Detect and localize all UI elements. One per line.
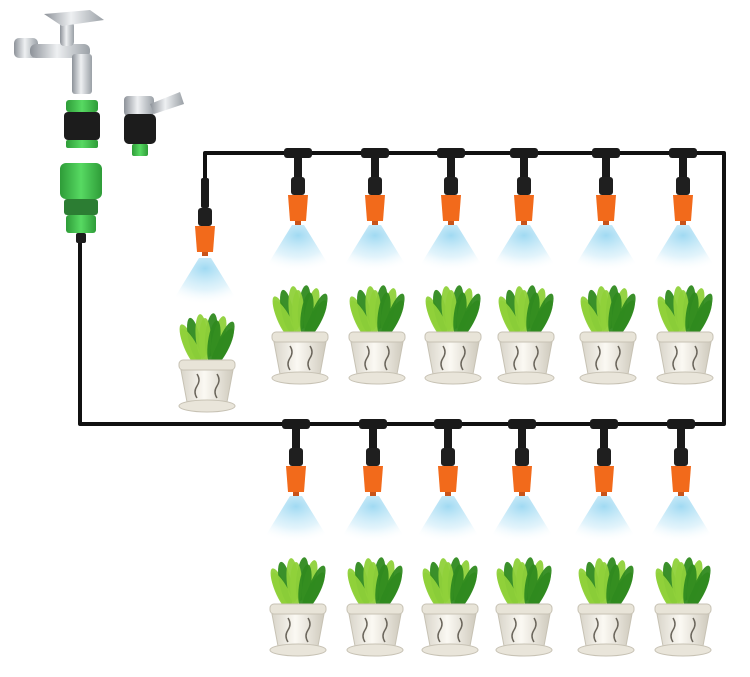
mist-spray bbox=[566, 496, 642, 548]
mist-spray bbox=[643, 496, 719, 548]
mist-nozzle-icon bbox=[441, 177, 461, 225]
tee-fitting-icon bbox=[508, 419, 536, 450]
potted-plant-icon bbox=[346, 557, 404, 657]
potted-plant-icon bbox=[495, 557, 553, 657]
potted-plant-icon bbox=[271, 285, 329, 385]
mist-spray bbox=[167, 258, 243, 310]
mist-nozzle-icon bbox=[195, 208, 215, 256]
tee-fitting-icon bbox=[510, 148, 538, 179]
potted-plant-icon bbox=[269, 557, 327, 657]
mist-nozzle-icon bbox=[438, 448, 458, 496]
tee-fitting-icon bbox=[359, 419, 387, 450]
faucet-adapter-icon bbox=[64, 100, 100, 148]
mist-spray bbox=[335, 496, 411, 548]
quick-connector-icon bbox=[60, 163, 102, 243]
tee-fitting-icon bbox=[434, 419, 462, 450]
potted-plant-icon bbox=[577, 557, 635, 657]
potted-plant-icon bbox=[421, 557, 479, 657]
potted-plant-icon bbox=[497, 285, 555, 385]
plants bbox=[178, 285, 714, 657]
potted-plant-icon bbox=[579, 285, 637, 385]
mist-spray bbox=[484, 496, 560, 548]
fittings bbox=[167, 148, 721, 548]
tee-fitting-icon bbox=[590, 419, 618, 450]
mist-spray bbox=[258, 496, 334, 548]
potted-plant-icon bbox=[178, 313, 236, 413]
mist-nozzle-icon bbox=[512, 448, 532, 496]
mist-nozzle-icon bbox=[673, 177, 693, 225]
mist-nozzle-icon bbox=[671, 448, 691, 496]
mist-spray bbox=[410, 496, 486, 548]
potted-plant-icon bbox=[654, 557, 712, 657]
mist-nozzle-icon bbox=[288, 177, 308, 225]
mist-spray bbox=[413, 225, 489, 277]
faucet-icon bbox=[14, 10, 104, 94]
hose-main-loop bbox=[78, 151, 726, 426]
mist-nozzle-icon bbox=[514, 177, 534, 225]
hose-network bbox=[78, 151, 726, 426]
mist-nozzle-icon bbox=[363, 448, 383, 496]
tee-fitting-icon bbox=[284, 148, 312, 179]
potted-plant-icon bbox=[424, 285, 482, 385]
mist-nozzle-icon bbox=[286, 448, 306, 496]
mist-nozzle-icon bbox=[365, 177, 385, 225]
end-connector-icon bbox=[201, 178, 209, 208]
mist-spray bbox=[645, 225, 721, 277]
tee-fitting-icon bbox=[437, 148, 465, 179]
potted-plant-icon bbox=[348, 285, 406, 385]
mist-spray bbox=[337, 225, 413, 277]
mist-spray bbox=[260, 225, 336, 277]
mist-nozzle-icon bbox=[596, 177, 616, 225]
mist-spray bbox=[486, 225, 562, 277]
tee-fitting-icon bbox=[592, 148, 620, 179]
tee-fitting-icon bbox=[669, 148, 697, 179]
mist-nozzle-icon bbox=[594, 448, 614, 496]
mist-spray bbox=[568, 225, 644, 277]
tee-fitting-icon bbox=[282, 419, 310, 450]
tee-fitting-icon bbox=[667, 419, 695, 450]
tee-fitting-icon bbox=[361, 148, 389, 179]
potted-plant-icon bbox=[656, 285, 714, 385]
metal-adapter-icon bbox=[124, 92, 184, 156]
faucet-assembly bbox=[14, 10, 184, 243]
